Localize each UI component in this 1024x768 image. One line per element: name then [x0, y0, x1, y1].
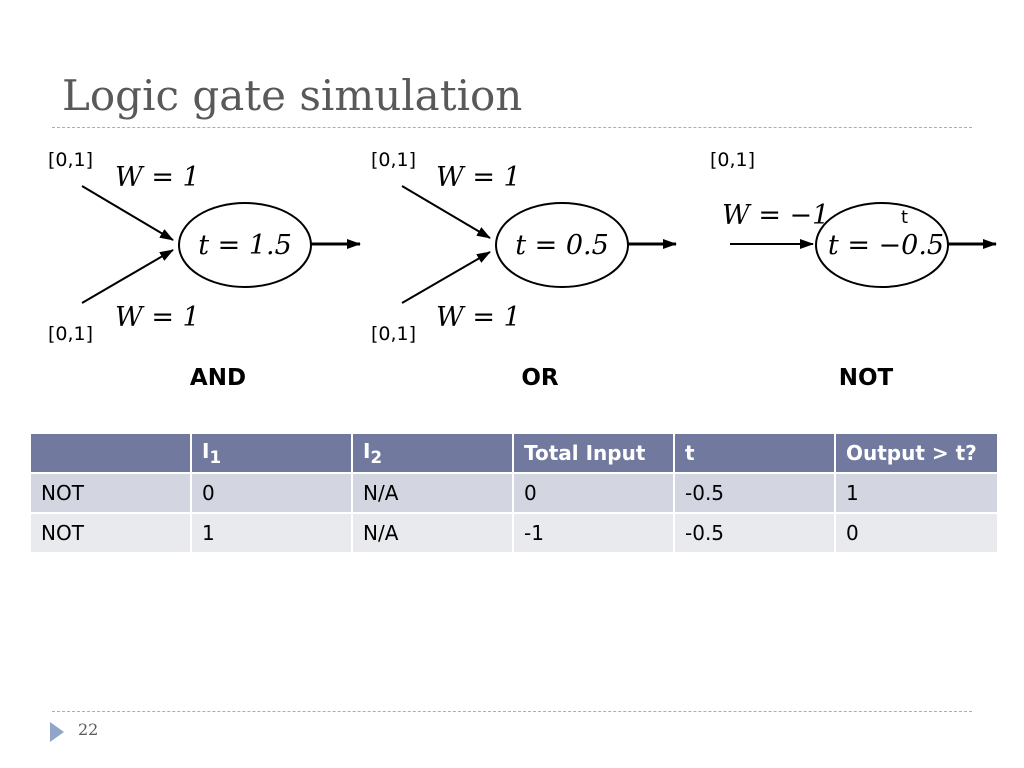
table-cell-gate: NOT — [31, 474, 192, 514]
not-input-label: [0,1] — [710, 149, 755, 171]
header-input-1-subscript: 1 — [209, 448, 222, 467]
and-gate: [0,1] [0,1] W = 1 W = 1 t = 1.5 AND — [48, 149, 361, 391]
title-divider — [52, 127, 972, 128]
triangle-bullet-icon — [50, 722, 64, 742]
not-threshold: t = −0.5 — [828, 230, 944, 261]
or-input-top-label: [0,1] — [371, 149, 416, 171]
not-extra-t-label: t — [901, 207, 908, 228]
slide-title: Logic gate simulation — [62, 71, 523, 120]
or-input-top-arrow — [401, 185, 491, 239]
table-cell-total-input: 0 — [514, 474, 675, 514]
header-input-2: I2 — [353, 434, 514, 474]
or-weight-bottom: W = 1 — [436, 302, 521, 333]
table-cell-input-2: N/A — [353, 474, 514, 514]
header-output: Output > t? — [836, 434, 997, 474]
header-input-2-label: I — [363, 439, 371, 463]
table-row: NOT 0 N/A 0 -0.5 1 — [31, 474, 997, 514]
or-input-bottom-label: [0,1] — [371, 323, 416, 345]
table-cell-output: 1 — [836, 474, 997, 514]
table-cell-threshold: -0.5 — [675, 474, 836, 514]
table-header-row: I1 I2 Total Input t Output > t? — [31, 434, 997, 474]
table-cell-threshold: -0.5 — [675, 514, 836, 554]
table-cell-output: 0 — [836, 514, 997, 554]
header-input-1: I1 — [192, 434, 353, 474]
or-threshold: t = 0.5 — [515, 230, 609, 261]
footer-divider — [52, 711, 972, 712]
table-cell-input-1: 1 — [192, 514, 353, 554]
table-cell-input-1: 0 — [192, 474, 353, 514]
and-weight-bottom: W = 1 — [115, 302, 200, 333]
gate-diagrams: [0,1] [0,1] W = 1 W = 1 t = 1.5 AND [0,1… — [0, 128, 1024, 428]
table-cell-total-input: -1 — [514, 514, 675, 554]
not-gate: [0,1] W = −1 t = −0.5 t NOT — [710, 149, 997, 391]
or-gate-name: OR — [521, 365, 559, 391]
gate-diagram-svg: [0,1] [0,1] W = 1 W = 1 t = 1.5 AND [0,1… — [48, 149, 997, 391]
and-gate-name: AND — [190, 365, 246, 391]
or-weight-top: W = 1 — [436, 162, 521, 193]
and-weight-top: W = 1 — [115, 162, 200, 193]
or-input-bottom-arrow — [401, 251, 491, 304]
and-input-bottom-label: [0,1] — [48, 323, 93, 345]
header-total-input: Total Input — [514, 434, 675, 474]
or-gate: [0,1] [0,1] W = 1 W = 1 t = 0.5 OR — [371, 149, 677, 391]
header-input-2-subscript: 2 — [370, 448, 383, 467]
and-input-bottom-arrow — [81, 249, 174, 304]
page-number: 22 — [78, 720, 99, 739]
header-input-1-label: I — [202, 439, 210, 463]
not-weight: W = −1 — [722, 200, 829, 231]
header-threshold: t — [675, 434, 836, 474]
and-input-top-label: [0,1] — [48, 149, 93, 171]
not-gate-name: NOT — [839, 365, 894, 391]
table-cell-gate: NOT — [31, 514, 192, 554]
table-cell-input-2: N/A — [353, 514, 514, 554]
header-blank — [31, 434, 192, 474]
table-row: NOT 1 N/A -1 -0.5 0 — [31, 514, 997, 554]
truth-table: I1 I2 Total Input t Output > t? NOT 0 N/… — [31, 434, 997, 554]
and-threshold: t = 1.5 — [198, 230, 292, 261]
and-input-top-arrow — [81, 185, 174, 241]
